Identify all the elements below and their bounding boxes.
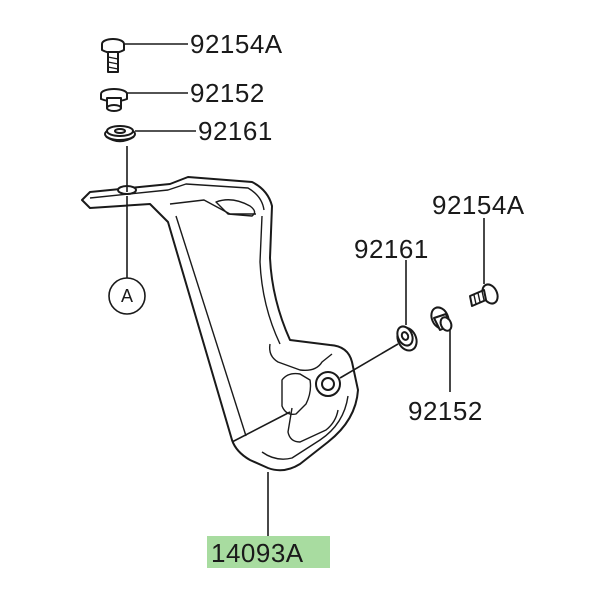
right-collar xyxy=(430,306,453,332)
top-grommet-label: 92161 xyxy=(198,116,273,146)
right-bolt xyxy=(469,283,499,307)
reference-circle-label: A xyxy=(121,286,133,306)
right-collar-label: 92152 xyxy=(408,396,483,426)
right-grommet-label: 92161 xyxy=(354,234,429,264)
top-bolt xyxy=(101,38,125,73)
bracket-leader-left xyxy=(231,411,291,443)
top-grommet xyxy=(104,125,136,143)
top-bolt-label: 92154A xyxy=(190,29,283,59)
right-grommet xyxy=(396,325,418,352)
main-part-label: 14093A xyxy=(211,538,304,568)
right-bolt-label: 92154A xyxy=(432,190,525,220)
bracket-14093a xyxy=(81,176,359,472)
main-part-highlight xyxy=(207,536,330,568)
top-collar-label: 92152 xyxy=(190,78,265,108)
top-collar xyxy=(100,88,128,112)
boss-leader xyxy=(339,343,399,379)
reference-circle-a: A xyxy=(108,277,146,315)
